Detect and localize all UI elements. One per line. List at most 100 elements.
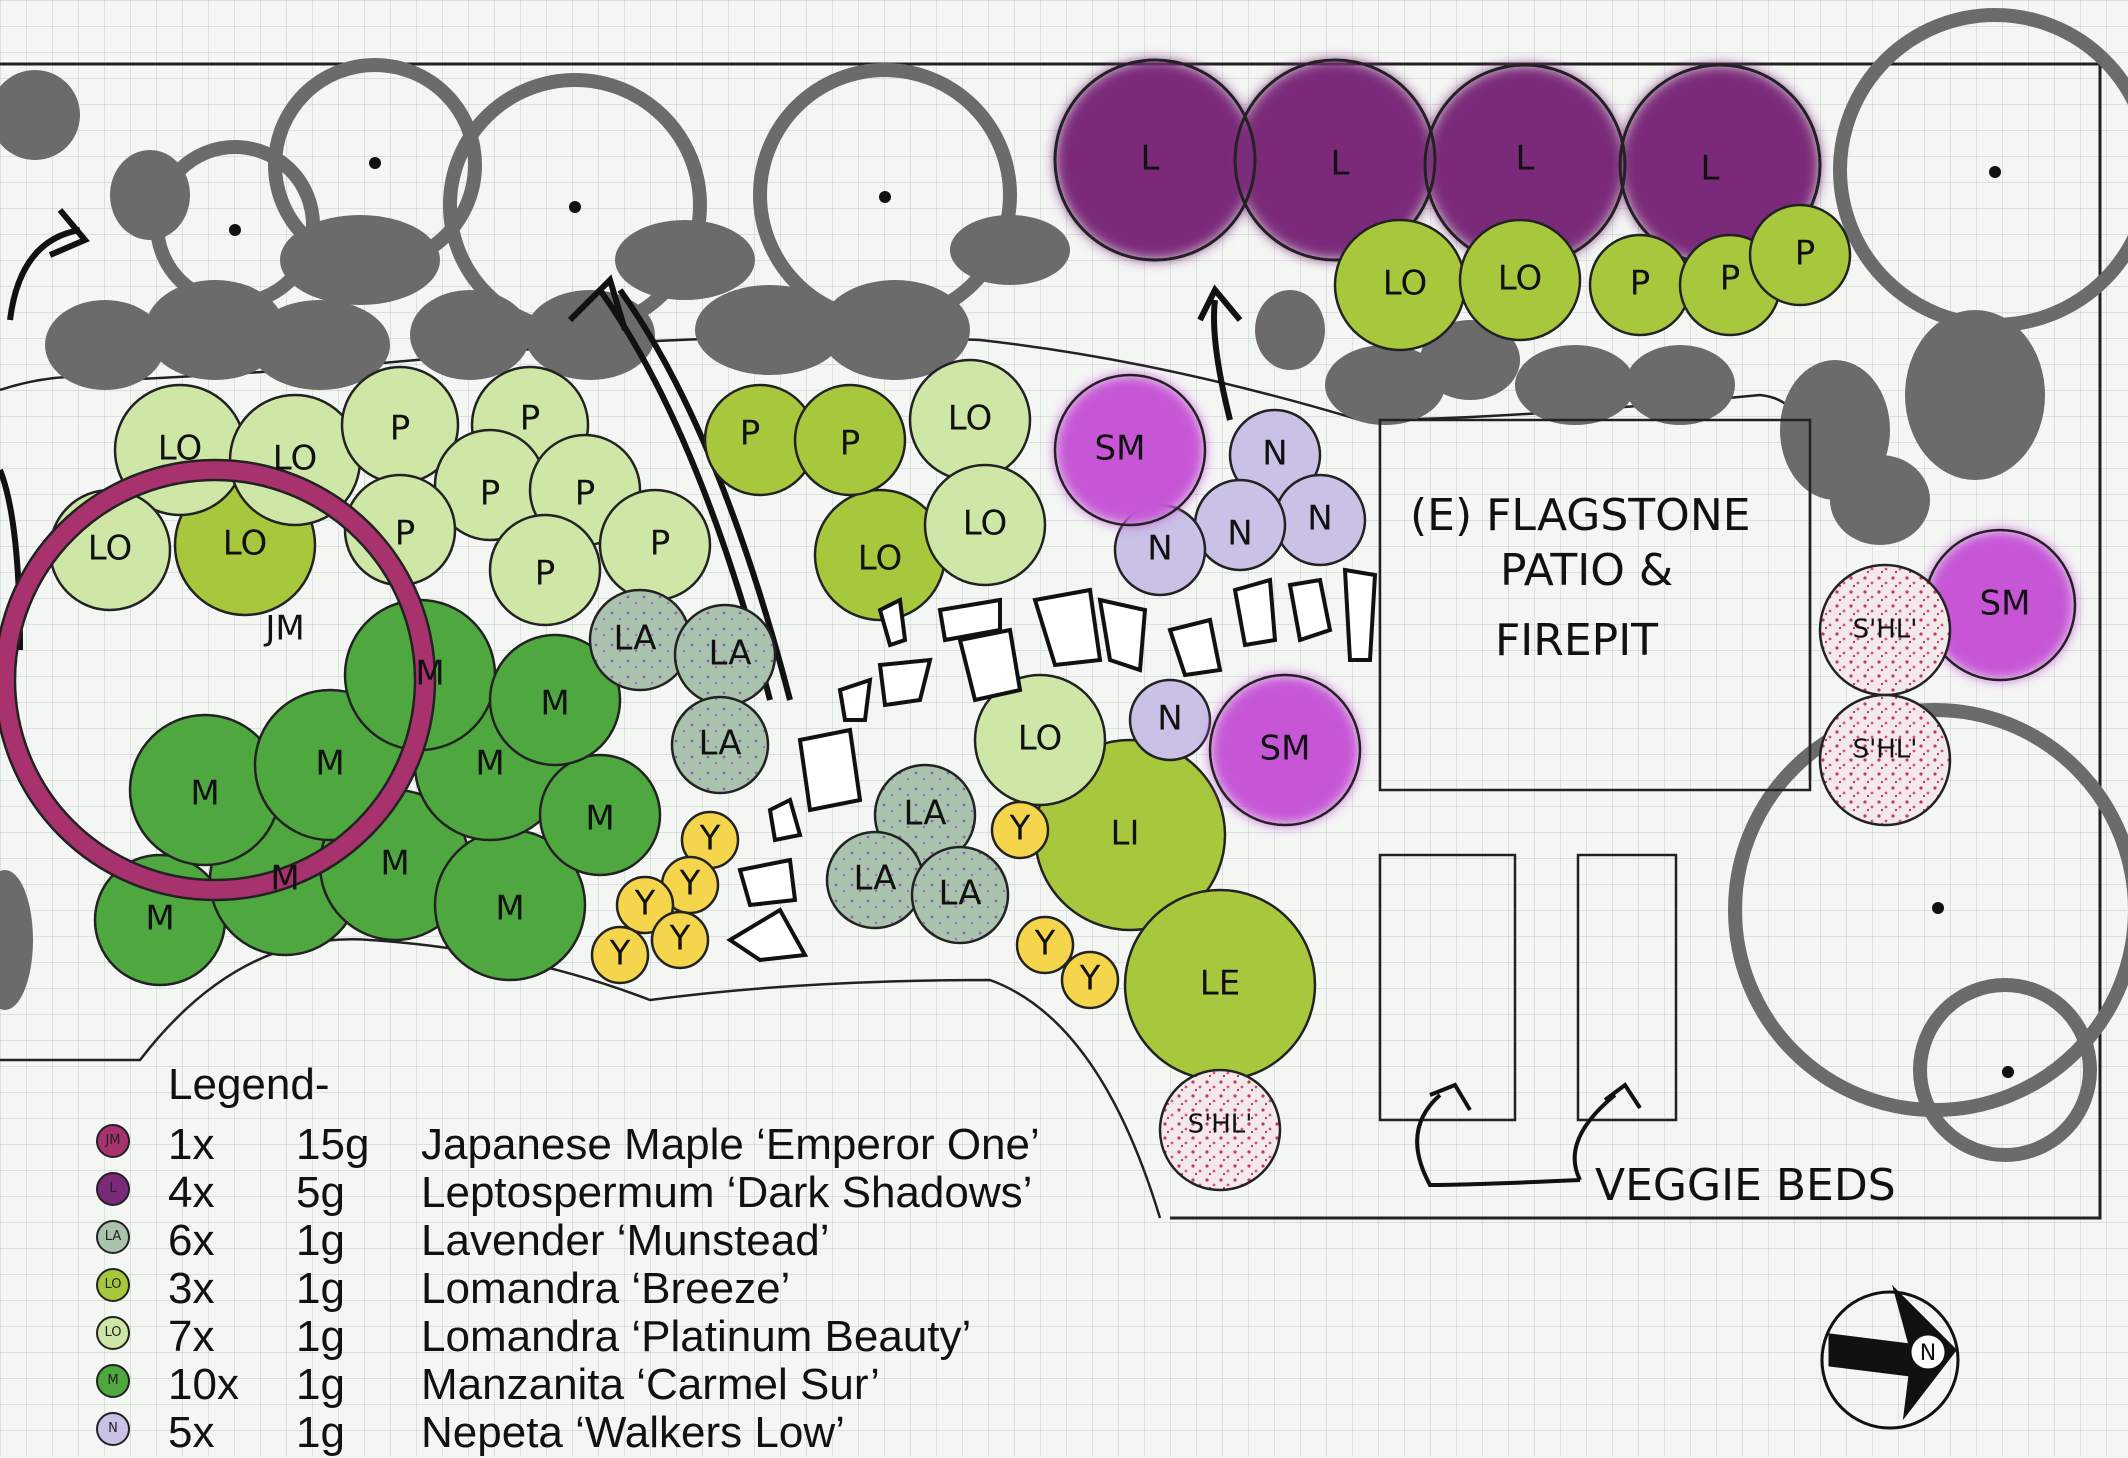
code-m-8: M <box>585 799 614 839</box>
legend-swatch: JM <box>96 1124 130 1158</box>
code-shl-3: S'HL' <box>1188 1110 1253 1140</box>
north-label: N <box>1920 1341 1936 1366</box>
shl-group <box>1158 563 1952 1192</box>
code-n-3: N <box>1227 514 1252 554</box>
legend-title: Legend- <box>168 1060 330 1109</box>
legend-row: LO 3x 1g Lomandra ‘Breeze’ <box>96 1264 1196 1314</box>
code-p-3: P <box>480 474 501 514</box>
legend-size: 1g <box>296 1312 345 1361</box>
code-p-10: P <box>1630 264 1651 304</box>
legend-size: 15g <box>296 1120 370 1169</box>
code-y-2: Y <box>679 864 701 904</box>
legend-qty: 10x <box>168 1360 239 1409</box>
code-n-1: N <box>1262 434 1287 474</box>
legend-size: 1g <box>296 1360 345 1409</box>
legend-swatch: N <box>96 1412 130 1446</box>
code-la-6: LA <box>939 874 982 914</box>
legend-plant: Lomandra ‘Platinum Beauty’ <box>421 1312 972 1361</box>
patio-label-1: (E) FLAGSTONE <box>1410 490 1751 541</box>
code-lo-9: LO <box>1383 264 1428 304</box>
code-p-4: P <box>575 474 596 514</box>
nepeta-group <box>1113 408 1367 762</box>
yellow-group <box>590 800 1120 1010</box>
legend-plant: Japanese Maple ‘Emperor One’ <box>421 1120 1040 1169</box>
legend-swatch: LO <box>96 1316 130 1350</box>
legend-row: LA 6x 1g Lavender ‘Munstead’ <box>96 1216 1196 1266</box>
legend-size: 1g <box>296 1216 345 1265</box>
code-m-9: M <box>415 654 444 694</box>
tree-trunk-dots <box>229 157 2014 1078</box>
code-m-10: M <box>540 684 569 724</box>
code-shl-2: S'HL' <box>1853 735 1918 765</box>
veggie-label: VEGGIE BEDS <box>1595 1160 1896 1211</box>
code-m-2: M <box>270 859 299 899</box>
legend-swatch: L <box>96 1172 130 1206</box>
code-p-11: P <box>1720 259 1741 299</box>
code-sm-1: SM <box>1095 429 1146 469</box>
code-shl-1: S'HL' <box>1853 615 1918 645</box>
code-sm-2: SM <box>1260 729 1311 769</box>
legend-row: JM 1x 15g Japanese Maple ‘Emperor One’ <box>96 1120 1196 1170</box>
legend-plant: Manzanita ‘Carmel Sur’ <box>421 1360 880 1409</box>
legend-qty: 3x <box>168 1264 215 1313</box>
lomandra-breeze-group <box>173 203 1852 1082</box>
legend-qty: 7x <box>168 1312 215 1361</box>
legend-row: M 10x 1g Manzanita ‘Carmel Sur’ <box>96 1360 1196 1410</box>
japanese-maple <box>0 460 435 900</box>
code-p-6: P <box>535 554 556 594</box>
code-la-4: LA <box>904 794 947 834</box>
code-n-5: N <box>1157 699 1182 739</box>
north-arrow <box>1820 1284 1960 1430</box>
legend-swatch: M <box>96 1364 130 1398</box>
existing-tree-rings <box>150 8 2128 1162</box>
legend-row: L 4x 5g Leptospermum ‘Dark Shadows’ <box>96 1168 1196 1218</box>
code-m-5: M <box>190 774 219 814</box>
code-p-9: P <box>840 424 861 464</box>
code-le: LE <box>1200 964 1240 1004</box>
legend-size: 1g <box>296 1264 345 1313</box>
code-la-1: LA <box>614 619 657 659</box>
code-p-5: P <box>395 514 416 554</box>
legend-plant: Lomandra ‘Breeze’ <box>421 1264 791 1313</box>
legend-row: N 5x 1g Nepeta ‘Walkers Low’ <box>96 1408 1196 1458</box>
legend-row: LO 7x 1g Lomandra ‘Platinum Beauty’ <box>96 1312 1196 1362</box>
code-l-2: L <box>1331 144 1350 184</box>
code-m-4: M <box>495 889 524 929</box>
code-p-1: P <box>390 409 411 449</box>
flagstones <box>726 567 1378 963</box>
veggie-arrows <box>1415 1082 1642 1188</box>
code-p-8: P <box>740 414 761 454</box>
code-l-4: L <box>1701 149 1720 189</box>
patio-label-3: FIREPIT <box>1495 615 1658 666</box>
code-sm-3: SM <box>1980 584 2031 624</box>
code-p-2: P <box>520 399 541 439</box>
code-n-4: N <box>1147 529 1172 569</box>
code-y-1: Y <box>699 819 721 859</box>
code-lo-8: LO <box>1018 719 1063 759</box>
legend-qty: 5x <box>168 1408 215 1457</box>
code-lo-6: LO <box>963 504 1008 544</box>
legend-size: 5g <box>296 1168 345 1217</box>
leptospermum-group <box>1053 58 1822 267</box>
legend-qty: 4x <box>168 1168 215 1217</box>
code-la-3: LA <box>699 724 742 764</box>
code-p-12: P <box>1795 234 1816 274</box>
code-lo-7: LO <box>858 539 903 579</box>
code-li: LI <box>1111 814 1140 854</box>
code-lo-4: LO <box>223 524 268 564</box>
legend-plant: Nepeta ‘Walkers Low’ <box>421 1408 845 1457</box>
legend-plant: Leptospermum ‘Dark Shadows’ <box>421 1168 1033 1217</box>
flagstone-patio <box>1378 418 1812 792</box>
code-m-1: M <box>145 899 174 939</box>
code-n-2: N <box>1307 499 1332 539</box>
veggie-bed-2 <box>1576 853 1678 1122</box>
legend-plant: Lavender ‘Munstead’ <box>421 1216 830 1265</box>
code-jm: JM <box>263 609 304 649</box>
salvia-group <box>1053 373 2077 827</box>
legend-swatch: LA <box>96 1220 130 1254</box>
code-lo-2: LO <box>273 439 318 479</box>
code-l-1: L <box>1141 139 1160 179</box>
code-y-8: Y <box>1079 959 1101 999</box>
code-y-3: Y <box>634 884 656 924</box>
